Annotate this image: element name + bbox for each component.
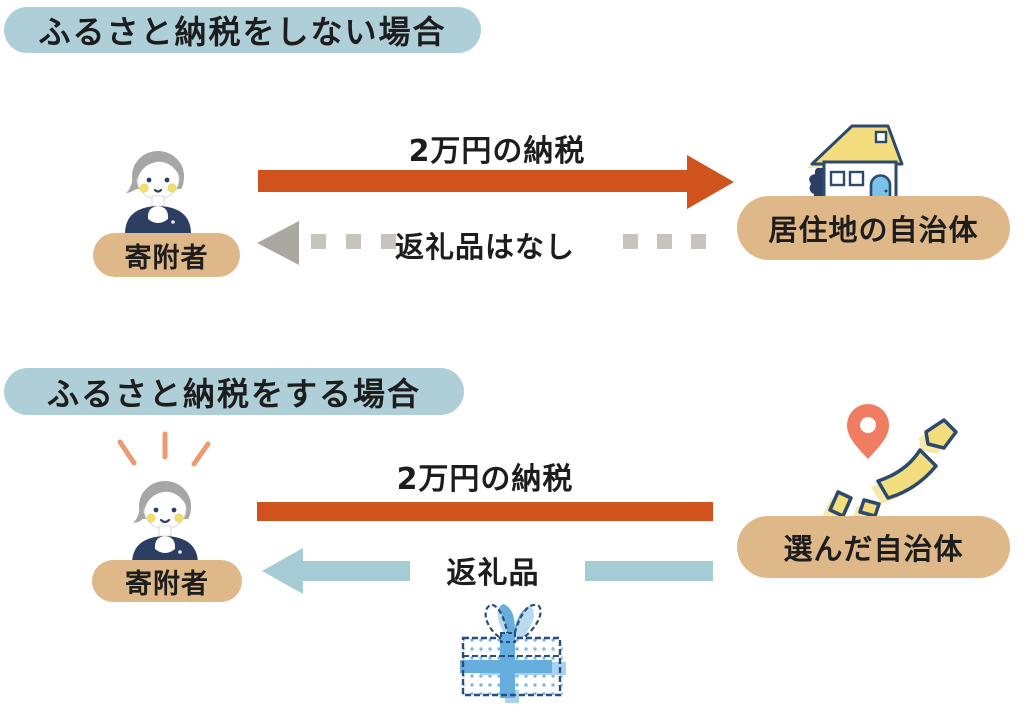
no-gift-arrow-dash — [623, 234, 638, 249]
map-pin-icon — [847, 404, 889, 459]
house-icon — [807, 124, 904, 204]
tax-arrow-bar-2 — [257, 502, 713, 521]
donor-label-2: 寄附者 — [125, 568, 209, 600]
gift-arrow-shaft-left — [303, 561, 410, 581]
no-gift-arrow-head — [257, 221, 299, 265]
no-gift-arrow-dash — [691, 234, 706, 249]
tax-flow-label-2: 2万円の納税 — [396, 462, 574, 497]
municipality-pill-2: 選んだ自治体 — [737, 516, 1010, 578]
tax-arrow-shaft-1 — [258, 170, 691, 192]
donor-pill-2: 寄附者 — [92, 560, 242, 602]
section2-title: ふるさと納税をする場合 — [46, 374, 421, 413]
gift-label: 返礼品 — [446, 556, 540, 591]
tax-arrow-head-1 — [687, 155, 734, 209]
municipality-label-1: 居住地の自治体 — [768, 213, 979, 247]
no-gift-label: 返礼品はなし — [394, 230, 575, 264]
gift-box-icon — [460, 603, 566, 703]
municipality-pill-1: 居住地の自治体 — [737, 196, 1010, 260]
section2-title-pill: ふるさと納税をする場合 — [4, 368, 464, 415]
no-gift-arrow-dash — [657, 234, 672, 249]
municipality-label-2: 選んだ自治体 — [783, 532, 964, 566]
donor-label-1: 寄附者 — [124, 242, 209, 274]
excitement-rays-icon — [117, 431, 211, 467]
gift-arrow-head — [262, 548, 303, 594]
donor-pill-1: 寄附者 — [93, 233, 240, 277]
no-gift-arrow-dash — [381, 234, 396, 249]
gift-arrow-shaft-right — [585, 561, 713, 581]
section1-title: ふるさと納税をしない場合 — [38, 13, 447, 51]
japan-map — [828, 418, 958, 518]
person-icon — [125, 151, 191, 234]
person-happy-icon — [117, 431, 211, 564]
section1-title-pill: ふるさと納税をしない場合 — [4, 7, 481, 53]
map-pin-japan-icon — [823, 404, 958, 522]
tax-flow-label-1: 2万円の納税 — [408, 134, 586, 169]
no-gift-arrow-dash — [311, 234, 326, 249]
no-gift-arrow-dash — [346, 234, 361, 249]
